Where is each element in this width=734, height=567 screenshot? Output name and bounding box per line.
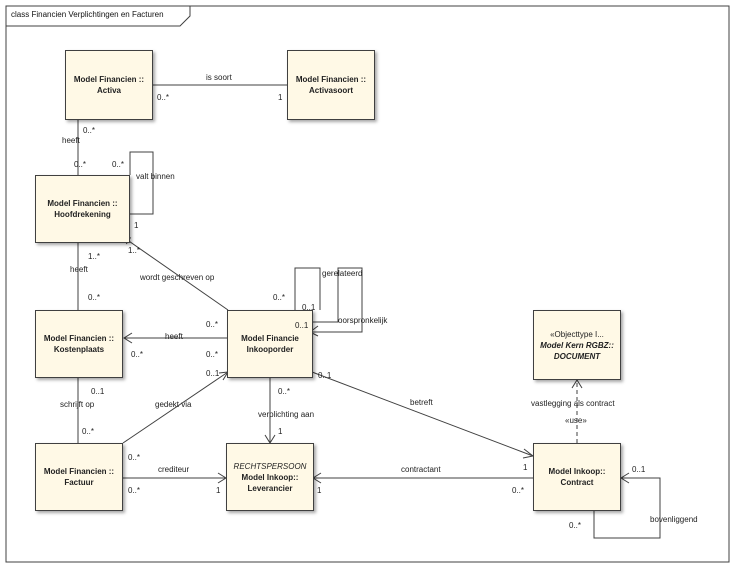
label-vastlegging-als-contract: vastlegging als contract [531, 399, 615, 408]
multiplicity: 1..* [88, 252, 101, 261]
label-gedekt-via: gedekt via [155, 400, 192, 409]
frame-title-tab [5, 5, 191, 27]
label-bovenliggend: bovenliggend [650, 515, 698, 524]
multiplicity: 0..* [88, 293, 101, 302]
label-verplichting-aan: verplichting aan [258, 410, 315, 419]
assoc-betreft [311, 371, 534, 457]
class-hoofdrekening-name: Hoofdrekening [54, 210, 111, 219]
frame-title: class Financien Verplichtingen en Factur… [11, 10, 164, 19]
class-leverancier-package: Model Inkoop:: [241, 472, 299, 482]
assoc-bovenliggend [593, 477, 661, 539]
class-activasoort-name: Activasoort [308, 86, 353, 95]
multiplicity: 0..* [157, 93, 170, 102]
multiplicity: 1 [278, 427, 283, 436]
multiplicity: 0..1 [206, 369, 220, 378]
class-activa-package: Model Financien :: [73, 75, 145, 84]
label-use-stereotype: «use» [565, 416, 587, 425]
multiplicity: 1 [216, 486, 221, 495]
class-document[interactable]: «Objecttype I... Model Kern RGBZ:: DOCUM… [533, 310, 621, 380]
multiplicity: 0..1 [91, 387, 105, 396]
multiplicity: 0..* [83, 126, 96, 135]
class-factuur-name: Factuur [64, 478, 94, 487]
class-activasoort[interactable]: Model Financien :: Activasoort [287, 50, 375, 120]
multiplicity: 1 [278, 93, 283, 102]
label-contractant: contractant [401, 465, 441, 474]
multiplicity: 1 [134, 221, 139, 230]
label-is-soort: is soort [206, 73, 232, 82]
class-factuur[interactable]: Model Financien :: Factuur [35, 443, 123, 511]
multiplicity: 0..* [82, 427, 95, 436]
multiplicity: 1 [523, 463, 528, 472]
arrow-document [571, 379, 583, 389]
multiplicity: 0..* [128, 486, 141, 495]
multiplicity: 0..* [206, 350, 219, 359]
label-heeft-3: heeft [165, 332, 183, 341]
class-inkooporder-name: Inkooporder [246, 345, 294, 354]
class-kostenplaats-package: Model Financien :: [43, 334, 115, 343]
class-contract-name: Contract [560, 478, 594, 487]
assoc-gedekt-via [122, 371, 229, 444]
class-document-package: Model Kern RGBZ:: [540, 340, 614, 350]
label-betreft: betreft [410, 398, 433, 407]
class-kostenplaats[interactable]: Model Financien :: Kostenplaats [35, 310, 123, 378]
class-document-name: DOCUMENT [553, 351, 601, 361]
class-activasoort-package: Model Financien :: [295, 75, 367, 84]
multiplicity: 0..1 [302, 303, 316, 312]
label-heeft-2: heeft [70, 265, 88, 274]
label-oorspronkelijk: oorspronkelijk [338, 316, 388, 325]
multiplicity: 0..* [278, 387, 291, 396]
label-gerelateerd: gerelateerd [322, 269, 363, 278]
multiplicity: 0..* [131, 350, 144, 359]
multiplicity: 0..1 [632, 465, 646, 474]
class-contract[interactable]: Model Inkoop:: Contract [533, 443, 621, 511]
label-crediteur: crediteur [158, 465, 190, 474]
multiplicity: 0..* [569, 521, 582, 530]
arrow-kostenplaats [123, 332, 133, 344]
multiplicity: 0..* [112, 160, 125, 169]
class-hoofdrekening[interactable]: Model Financien :: Hoofdrekening [35, 175, 130, 243]
class-factuur-package: Model Financien :: [43, 467, 115, 476]
class-activa-name: Activa [96, 86, 121, 95]
class-kostenplaats-name: Kostenplaats [53, 345, 105, 354]
assoc-oorspronkelijk [310, 267, 363, 333]
multiplicity: 0..1 [318, 371, 332, 380]
multiplicity: 1..* [128, 246, 141, 255]
assoc-valt-binnen [129, 151, 154, 215]
label-heeft-1: heeft [62, 136, 80, 145]
multiplicity: 1 [317, 486, 322, 495]
multiplicity: 0..* [74, 160, 87, 169]
class-inkooporder[interactable]: Model Financie Inkooporder [227, 310, 313, 378]
label-valt-binnen: valt binnen [136, 172, 175, 181]
class-activa[interactable]: Model Financien :: Activa [65, 50, 153, 120]
multiplicity: 0..* [512, 486, 525, 495]
assoc-wordt-geschreven-op [122, 236, 229, 311]
multiplicity: 0..1 [295, 321, 309, 330]
assoc-gerelateerd [294, 267, 321, 310]
label-wordt-geschreven-op: wordt geschreven op [140, 273, 215, 282]
class-document-stereotype: «Objecttype I... [550, 329, 604, 339]
multiplicity: 0..* [128, 453, 141, 462]
multiplicity: 0..* [206, 320, 219, 329]
arrow-bovenliggend [620, 472, 630, 484]
class-leverancier-stereotype: RECHTSPERSOON [233, 461, 307, 471]
class-inkooporder-package: Model Financie [241, 334, 299, 343]
class-leverancier-name: Leverancier [247, 483, 293, 493]
label-schrijft-op: schrijft op [60, 400, 95, 409]
class-contract-package: Model Inkoop:: [548, 467, 606, 476]
class-leverancier[interactable]: RECHTSPERSOON Model Inkoop:: Leverancier [226, 443, 314, 511]
class-hoofdrekening-package: Model Financien :: [47, 199, 118, 208]
multiplicity: 0..* [273, 293, 286, 302]
